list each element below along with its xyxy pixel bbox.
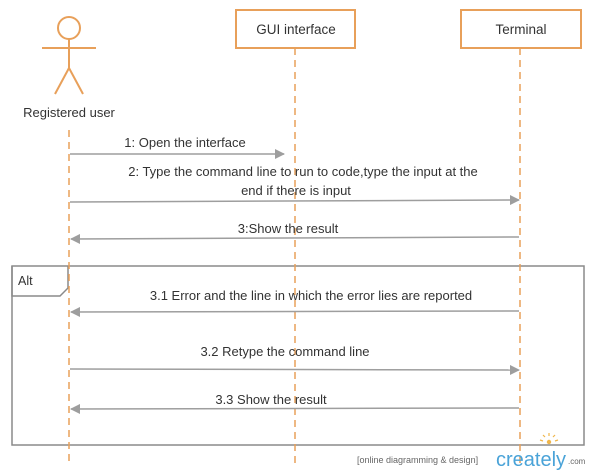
message-3: 3:Show the result bbox=[70, 221, 520, 244]
creately-watermark: [online diagramming & design] creately .… bbox=[357, 433, 586, 471]
watermark-suffix: .com bbox=[568, 457, 586, 466]
message-label-line-2: end if there is input bbox=[241, 183, 351, 198]
alt-frame: Alt bbox=[11, 265, 585, 446]
message-3-2: 3.2 Retype the command line bbox=[69, 344, 520, 375]
message-label: 3.3 Show the result bbox=[215, 392, 327, 407]
watermark-brand: creately bbox=[496, 449, 566, 471]
message-1: 1: Open the interface bbox=[70, 135, 285, 159]
message-2: 2: Type the command line to run to code,… bbox=[69, 164, 520, 206]
participant-label: GUI interface bbox=[256, 22, 336, 37]
participant-terminal: Terminal bbox=[460, 9, 582, 49]
message-label: 3.1 Error and the line in which the erro… bbox=[150, 288, 472, 303]
stick-figure-icon bbox=[42, 16, 96, 95]
message-arrow bbox=[70, 306, 520, 317]
alt-frame-label: Alt bbox=[18, 274, 33, 288]
message-3-3: 3.3 Show the result bbox=[70, 392, 520, 414]
message-label: 3:Show the result bbox=[238, 221, 339, 236]
message-arrow bbox=[70, 403, 520, 414]
message-label-line-1: 2: Type the command line to run to code,… bbox=[128, 164, 478, 179]
lightbulb-icon bbox=[539, 433, 559, 445]
message-arrow bbox=[70, 233, 520, 244]
actor-label: Registered user bbox=[23, 105, 115, 120]
alt-frame-border bbox=[11, 265, 585, 446]
participant-label: Terminal bbox=[495, 22, 546, 37]
watermark-caption: [online diagramming & design] bbox=[357, 455, 478, 465]
message-arrow bbox=[69, 195, 520, 206]
message-3-1: 3.1 Error and the line in which the erro… bbox=[70, 288, 520, 317]
message-arrow bbox=[69, 364, 520, 375]
message-label: 3.2 Retype the command line bbox=[200, 344, 369, 359]
message-label: 1: Open the interface bbox=[124, 135, 245, 150]
participant-gui-interface: GUI interface bbox=[235, 9, 356, 49]
alt-frame-tab bbox=[11, 266, 69, 297]
